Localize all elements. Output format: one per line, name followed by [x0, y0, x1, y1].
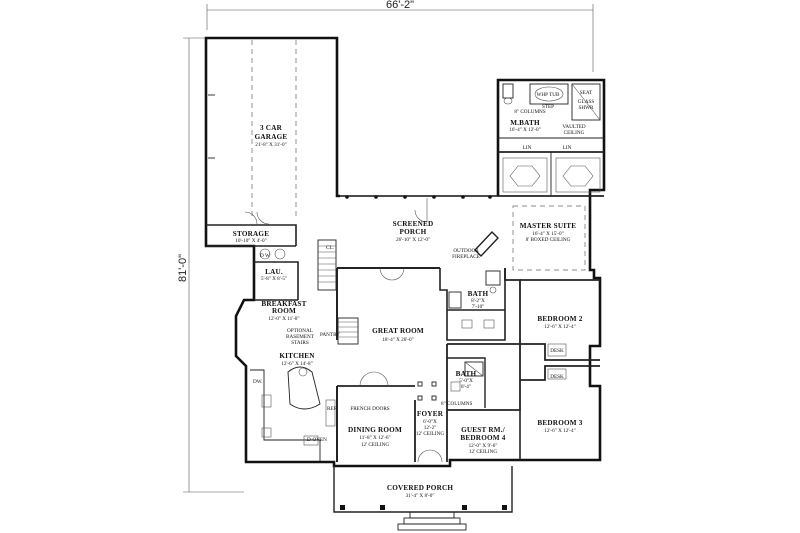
screened-porch-name-2: PORCH: [400, 228, 427, 236]
laundry-name: LAU.: [265, 268, 283, 276]
dining-room-ceiling: 12' CEILING: [361, 442, 389, 448]
breakfast-name-1: BREAKFAST: [261, 300, 306, 308]
covered-porch-size: 31'-4" X 8'-0": [406, 493, 435, 499]
garage-size: 21'-8" X 31'-0": [255, 142, 286, 148]
room-bath-2: BATH 5'-0"X 8'-4": [456, 370, 477, 390]
glass-shower-note-1: GLASS: [578, 99, 595, 105]
outdoor-fireplace-note-2: FIREPLACE: [452, 254, 480, 260]
bath-2-name: BATH: [456, 370, 477, 378]
basement-stairs-note-1: OPTIONAL: [287, 328, 313, 334]
master-suite-size: 16'-4" X 15'-0": [532, 231, 563, 237]
exterior-walls: [204, 36, 606, 468]
master-bath-ceiling-1: VAULTED: [562, 124, 586, 130]
garage-name-2: GARAGE: [255, 133, 288, 141]
bedroom-2-name: BEDROOM 2: [537, 315, 582, 323]
basement-stairs-note-2: BASEMENT: [286, 334, 315, 340]
bath-2-size-2: 8'-4": [461, 384, 471, 390]
room-foyer: FOYER 6'-0"X 12'-2" 12' CEILING: [416, 410, 444, 437]
screened-porch-name-1: SCREENED: [393, 220, 434, 228]
room-garage: 3 CAR GARAGE 21'-8" X 31'-0": [255, 124, 288, 148]
room-covered-porch: COVERED PORCH 31'-4" X 8'-0": [387, 484, 454, 499]
covered-porch-name: COVERED PORCH: [387, 484, 454, 492]
foyer-size-1: 6'-0"X: [423, 419, 437, 425]
bedroom-3-size: 12'-6" X 12'-4": [544, 428, 575, 434]
room-screened-porch: SCREENED PORCH 26'-10" X 12'-0": [393, 220, 434, 243]
room-bedroom-3: BEDROOM 3 12'-6" X 12'-4": [537, 419, 582, 434]
refrigerator-note: REF: [327, 406, 337, 412]
breakfast-name-2: ROOM: [272, 307, 296, 315]
width-dimension-label: 66'-2": [386, 0, 414, 11]
dishwasher-note: DW.: [253, 379, 262, 385]
interior-walls: [206, 40, 604, 463]
french-doors-note: FRENCH DOORS: [350, 406, 389, 412]
room-master-suite: MASTER SUITE 16'-4" X 15'-0" 8' BOXED CE…: [520, 222, 577, 243]
bath-2-size-1: 5'-0"X: [459, 378, 473, 384]
garage-name-1: 3 CAR: [260, 124, 283, 132]
great-room-name: GREAT ROOM: [372, 327, 424, 335]
closet-note: CL.: [326, 245, 334, 251]
bath-1-name: BATH: [468, 290, 489, 298]
basement-stairs-note-3: STAIRS: [291, 340, 309, 346]
plan-notes: OUTDOOR FIREPLACE OPTIONAL BASEMENT STAI…: [253, 90, 594, 443]
guest-name-2: BEDROOM 4: [460, 434, 505, 442]
laundry-size: 5'-8" X 8'-5": [261, 276, 287, 282]
foyer-columns-note: 8" COLUMNS: [441, 401, 472, 407]
room-breakfast: BREAKFAST ROOM 12'-0" X 11'-8": [261, 300, 306, 322]
guest-size: 12'-0" X 9'-6": [469, 443, 498, 449]
covered-porch-structure: [333, 466, 513, 531]
room-bedroom-2: BEDROOM 2 12'-6" X 12'-4": [537, 315, 582, 330]
outdoor-fireplace-note-1: OUTDOOR: [453, 248, 479, 254]
guest-ceiling: 12' CEILING: [469, 449, 497, 455]
step-note: STEP: [542, 104, 554, 110]
storage-size: 10'-10" X 4'-0": [235, 238, 266, 244]
bath-1-size-2: 7'-10": [472, 304, 485, 310]
storage-name: STORAGE: [233, 230, 269, 238]
glass-shower-note-2: SHWR: [579, 105, 595, 111]
double-oven-note: D-OVEN: [307, 437, 327, 443]
room-bath-1: BATH 8'-2"X 7'-10": [468, 290, 489, 310]
kitchen-size: 12'-6" X 14'-8": [281, 361, 312, 367]
whp-tub-note: WHP TUB: [537, 92, 560, 98]
foyer-name: FOYER: [417, 410, 444, 418]
depth-dimension: 81'-0": [177, 37, 244, 493]
room-master-bath: M.BATH 16'-4" X 12'-0" VAULTED CEILING: [509, 119, 586, 136]
linen-note-2: LIN: [563, 145, 572, 151]
linen-note-1: LIN: [523, 145, 532, 151]
screened-porch-size: 26'-10" X 12'-0": [396, 237, 430, 243]
depth-dimension-label: 81'-0": [177, 254, 189, 282]
bedroom-3-name: BEDROOM 3: [537, 419, 582, 427]
master-bath-ceiling-2: CEILING: [564, 130, 585, 136]
dining-room-size: 11'-8" X 12'-6": [359, 435, 390, 441]
room-kitchen: KITCHEN 12'-6" X 14'-8": [279, 352, 315, 367]
room-storage: STORAGE 10'-10" X 4'-0": [233, 230, 269, 244]
desk-note-1: DESK: [550, 348, 564, 354]
width-dimension: 66'-2": [206, 0, 594, 72]
room-laundry: LAU. 5'-8" X 8'-5": [261, 268, 287, 282]
dryer-washer-note: D W: [260, 253, 270, 259]
great-room-size: 18'-4" X 20'-0": [382, 337, 413, 343]
master-bath-columns-note: 8" COLUMNS: [514, 109, 545, 115]
breakfast-size: 12'-0" X 11'-8": [268, 316, 299, 322]
bath-1-size-1: 8'-2"X: [471, 298, 485, 304]
pantry-note: PANTRY: [320, 332, 340, 338]
room-great-room: GREAT ROOM 18'-4" X 20'-0": [372, 327, 424, 343]
master-bath-name: M.BATH: [510, 119, 540, 127]
room-dining-room: DINING ROOM 11'-8" X 12'-6" 12' CEILING: [348, 426, 402, 448]
master-suite-ceiling: 8' BOXED CEILING: [526, 237, 571, 243]
master-bath-size: 16'-4" X 12'-0": [509, 127, 540, 133]
dining-room-name: DINING ROOM: [348, 426, 402, 434]
room-guest: GUEST RM./ BEDROOM 4 12'-0" X 9'-6" 12' …: [460, 426, 505, 455]
kitchen-name: KITCHEN: [279, 352, 315, 360]
seat-note: SEAT: [580, 90, 593, 96]
foyer-ceiling: 12' CEILING: [416, 431, 444, 437]
master-suite-name: MASTER SUITE: [520, 222, 577, 230]
desk-note-2: DESK: [550, 374, 564, 380]
foyer-size-2: 12'-2": [424, 425, 437, 431]
bedroom-2-size: 12'-6" X 12'-4": [544, 324, 575, 330]
guest-name-1: GUEST RM./: [461, 426, 506, 434]
